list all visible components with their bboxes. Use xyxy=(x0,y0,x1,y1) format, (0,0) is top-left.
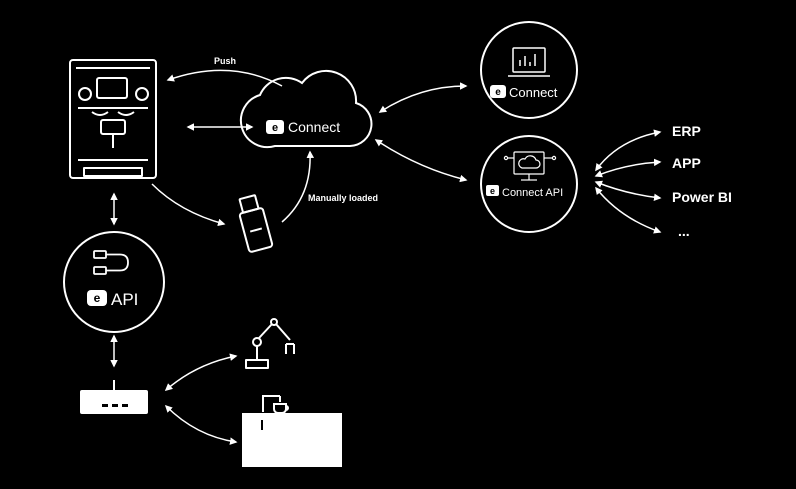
cloud-connect-arrow xyxy=(378,82,468,113)
brand-mark xyxy=(486,185,499,196)
connect-api-label: Connect API xyxy=(502,187,563,199)
api-label: API xyxy=(111,290,138,309)
cloud-connect-api-arrow xyxy=(374,139,468,183)
api-erp-arrow xyxy=(595,129,662,172)
brand-mark-letter: e xyxy=(490,186,495,196)
target-power-bi-label: Power BI xyxy=(672,189,732,205)
usb-cloud-arrow xyxy=(281,150,315,223)
brand-mark-letter: e xyxy=(94,291,101,305)
router-box-icon xyxy=(80,380,148,414)
connect-api-node: e Connect API xyxy=(480,135,578,233)
brand-mark xyxy=(490,85,506,98)
connect-node: e Connect xyxy=(480,21,578,119)
robot-arm-icon xyxy=(245,318,295,369)
target-erp-label: ERP xyxy=(672,123,701,139)
api-node: e API xyxy=(63,231,165,333)
machine-usb-arrow xyxy=(151,183,226,227)
cable-icon xyxy=(93,250,129,275)
brand-mark-letter: e xyxy=(495,87,501,98)
cloud-connect-node: e Connect xyxy=(239,69,373,149)
push-arrow xyxy=(166,69,283,87)
target-more-label: ... xyxy=(678,223,690,239)
manually-loaded-label: Manually loaded xyxy=(308,193,378,203)
cloud-icon xyxy=(239,69,373,149)
api-more-arrow xyxy=(595,186,662,234)
coffee-station-icon xyxy=(242,395,342,467)
coffee-machine-icon xyxy=(69,59,157,179)
usb-stick-icon xyxy=(238,194,274,253)
api-powerbi-arrow xyxy=(594,180,662,202)
connect-label: Connect xyxy=(509,85,558,100)
router-robot-arrow xyxy=(164,353,238,391)
target-app-label: APP xyxy=(672,155,701,171)
laptop-chart-icon xyxy=(508,47,550,77)
router-station-arrow xyxy=(164,404,238,445)
brand-mark xyxy=(266,120,284,134)
push-label: Push xyxy=(214,56,236,66)
cloud-connect-label: Connect xyxy=(288,119,340,135)
brand-mark-letter: e xyxy=(272,122,278,134)
brand-mark xyxy=(87,290,107,306)
api-app-arrow xyxy=(594,158,662,178)
monitor-cloud-icon xyxy=(503,151,557,181)
